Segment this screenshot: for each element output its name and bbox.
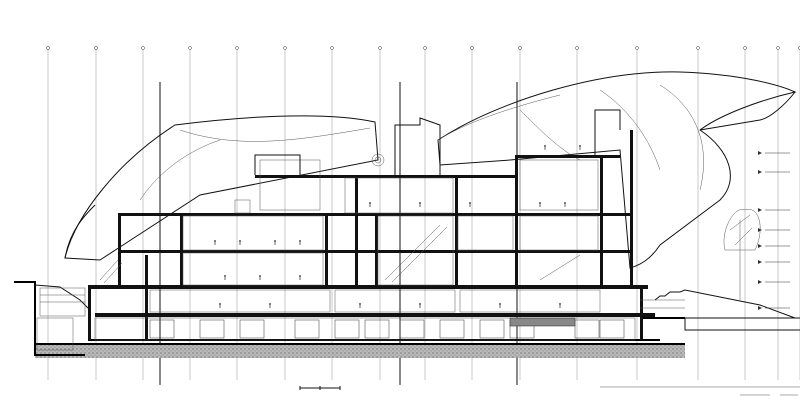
basement-room	[364, 319, 390, 339]
level-marker-icon	[758, 228, 790, 232]
galleries	[94, 159, 636, 341]
person-figure	[579, 145, 581, 150]
level-marker-icon	[758, 260, 790, 264]
person-figure	[224, 275, 226, 280]
person-figure	[559, 303, 561, 308]
stairs	[99, 224, 581, 284]
basement-room	[199, 319, 225, 339]
basement-room	[334, 319, 360, 339]
scale-figures	[214, 145, 581, 308]
person-figure	[214, 240, 216, 245]
ground-band	[14, 281, 800, 358]
gridline-icon	[798, 46, 800, 380]
basement-room	[439, 319, 465, 339]
person-figure	[539, 202, 541, 207]
level-marker-icon	[758, 244, 790, 248]
scale-bar-icon	[299, 386, 800, 396]
person-figure	[259, 275, 261, 280]
person-figure	[274, 240, 276, 245]
person-figure	[369, 202, 371, 207]
person-figure	[564, 202, 566, 207]
level-marker-icon	[758, 170, 790, 174]
person-figure	[359, 303, 361, 308]
level-marker-icon	[758, 280, 790, 284]
left-terrace	[34, 284, 91, 317]
person-figure	[269, 303, 271, 308]
exterior-steps	[640, 289, 796, 319]
level-marker-icon	[758, 151, 790, 155]
person-figure	[299, 275, 301, 280]
person-figure	[419, 303, 421, 308]
person-figure	[299, 240, 301, 245]
basement-bays	[149, 317, 625, 339]
gridline-icon	[46, 46, 50, 380]
walls	[88, 130, 643, 340]
gridline-icon	[94, 46, 98, 380]
level-marker-icon	[758, 306, 790, 310]
gridline-icon	[635, 46, 639, 380]
roof-volumes	[254, 109, 621, 175]
person-figure	[239, 240, 241, 245]
basement-room	[599, 319, 625, 339]
gridline-icon	[776, 46, 780, 380]
basement-room	[149, 319, 175, 339]
basement-truss	[509, 317, 576, 327]
basement-room	[479, 319, 505, 339]
basement-room	[294, 319, 320, 339]
person-figure	[544, 145, 546, 150]
person-figure	[469, 202, 471, 207]
level-marker-icon	[758, 208, 790, 212]
basement-room	[399, 319, 425, 339]
basement-room	[574, 319, 600, 339]
person-figure	[219, 303, 221, 308]
glass-sail-right	[437, 71, 797, 269]
gridline-icon	[696, 46, 700, 380]
gridline-icon	[743, 46, 747, 380]
level-markers	[758, 151, 790, 310]
basement-room	[239, 319, 265, 339]
tree-icon	[723, 209, 761, 300]
person-figure	[499, 303, 501, 308]
person-figure	[419, 202, 421, 207]
glass-sail-left	[64, 115, 379, 261]
